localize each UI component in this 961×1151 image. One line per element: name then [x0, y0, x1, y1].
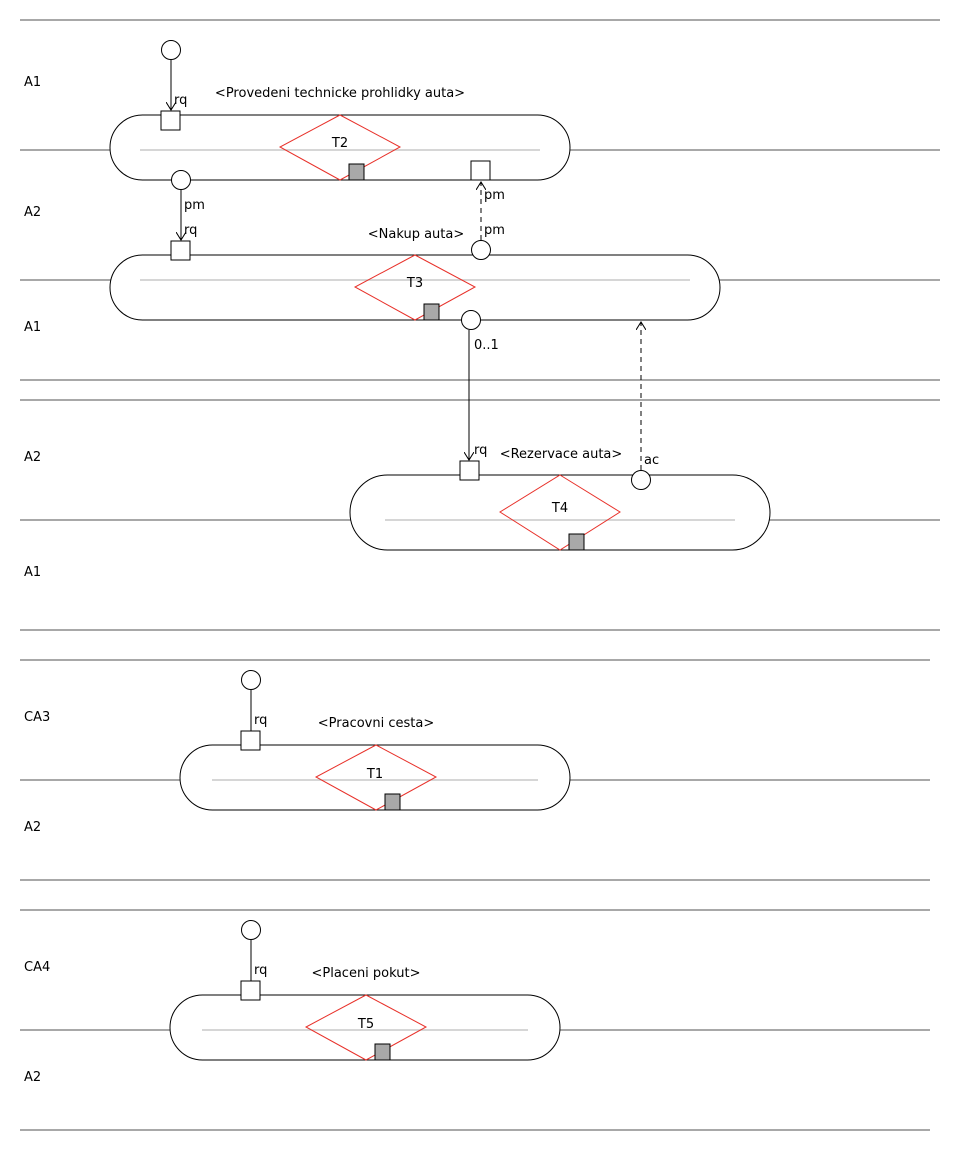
transaction-diamond: [353, 254, 477, 321]
promise-port[interactable]: [471, 240, 491, 260]
transaction-id: T1: [366, 767, 383, 782]
lane-label: A2: [24, 1070, 41, 1085]
rq-label: rq: [174, 93, 187, 108]
lane-label: A2: [24, 205, 41, 220]
lane-label: CA4: [24, 960, 50, 975]
lane-label: A2: [24, 820, 41, 835]
lane-label: A1: [24, 320, 41, 335]
transaction-diamond: [499, 474, 621, 551]
production-square: [374, 1043, 391, 1061]
start-state-t2[interactable]: [161, 40, 181, 60]
transaction-title: <Nakup auta>: [368, 227, 465, 242]
optional-port[interactable]: [461, 310, 481, 330]
transaction-id: T2: [331, 136, 348, 151]
cardinality-label: 0..1: [474, 338, 499, 353]
request-port[interactable]: [240, 980, 261, 1001]
rq-label: rq: [254, 713, 267, 728]
transaction-diamond: [304, 994, 428, 1061]
transaction-t1[interactable]: T1 <Pracovni cesta>: [179, 716, 571, 811]
transaction-title: <Provedeni technicke prohlidky auta>: [215, 86, 465, 101]
transaction-id: T3: [406, 276, 423, 291]
production-square: [423, 303, 440, 321]
lane-label: CA3: [24, 710, 50, 725]
production-square: [568, 533, 585, 551]
transaction-title: <Placeni pokut>: [311, 966, 420, 981]
transaction-diamond: [314, 744, 438, 811]
transaction-t2[interactable]: T2 <Provedeni technicke prohlidky auta>: [109, 86, 571, 190]
pm-label: pm: [184, 198, 205, 213]
start-state-t1[interactable]: [241, 670, 261, 690]
request-port[interactable]: [240, 730, 261, 751]
start-state-t5[interactable]: [241, 920, 261, 940]
pm-label: pm: [484, 188, 505, 203]
transaction-t3[interactable]: T3 <Nakup auta>: [109, 227, 721, 330]
transaction-id: T5: [357, 1017, 374, 1032]
lane-label: A1: [24, 75, 41, 90]
transaction-diamond: [278, 114, 402, 181]
lane-group-1: A1 A2 A1: [20, 19, 940, 381]
wait-port[interactable]: [470, 160, 491, 181]
pm-label: pm: [484, 223, 505, 238]
request-port[interactable]: [459, 460, 480, 481]
production-square: [384, 793, 401, 811]
ac-label: ac: [644, 453, 659, 468]
promise-port[interactable]: [171, 170, 191, 190]
accept-port[interactable]: [631, 470, 651, 490]
transaction-title: <Pracovni cesta>: [318, 716, 434, 731]
rq-label: rq: [184, 223, 197, 238]
production-square: [348, 163, 365, 181]
transaction-id: T4: [551, 501, 568, 516]
rq-label: rq: [474, 443, 487, 458]
request-port[interactable]: [170, 240, 191, 261]
lane-label: A1: [24, 565, 41, 580]
transaction-title: <Rezervace auta>: [500, 447, 623, 462]
transaction-t5[interactable]: T5 <Placeni pokut>: [169, 966, 561, 1061]
rq-label: rq: [254, 963, 267, 978]
lane-label: A2: [24, 450, 41, 465]
request-port[interactable]: [160, 110, 181, 131]
transaction-t4[interactable]: T4 <Rezervace auta>: [349, 447, 771, 551]
